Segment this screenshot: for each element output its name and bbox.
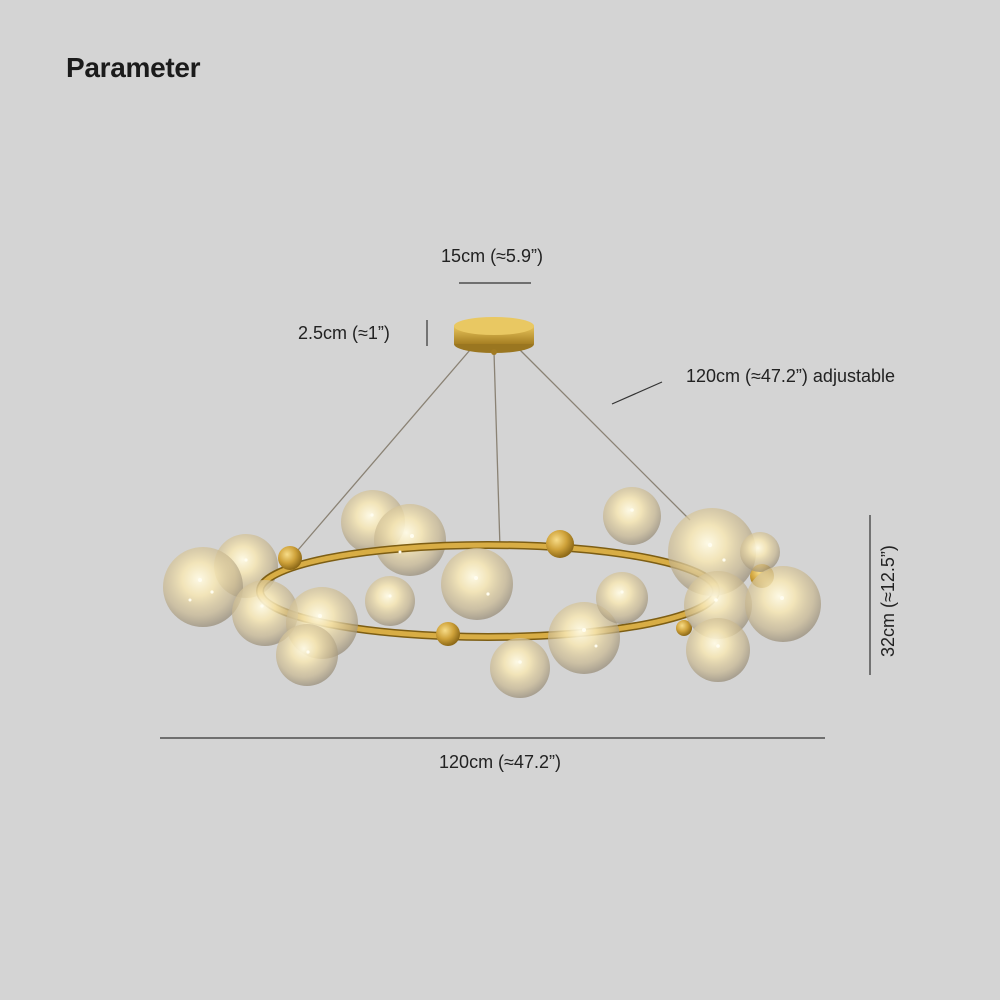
canopy bbox=[454, 317, 534, 355]
page-title: Parameter bbox=[66, 52, 201, 83]
back-globes bbox=[214, 487, 661, 598]
suspension-cables bbox=[297, 349, 691, 551]
front-globes bbox=[163, 508, 821, 698]
dimension-lines bbox=[160, 282, 871, 739]
canopy-height-label: 2.5cm (≈1”) bbox=[298, 323, 390, 343]
canopy-width-label: 15cm (≈5.9”) bbox=[441, 246, 543, 266]
cable-pointer-line bbox=[611, 381, 663, 405]
sparkle-lights bbox=[188, 508, 784, 664]
overall-width-label: 120cm (≈47.2”) bbox=[439, 752, 561, 772]
cable-length-label: 120cm (≈47.2”) adjustable bbox=[686, 366, 895, 386]
